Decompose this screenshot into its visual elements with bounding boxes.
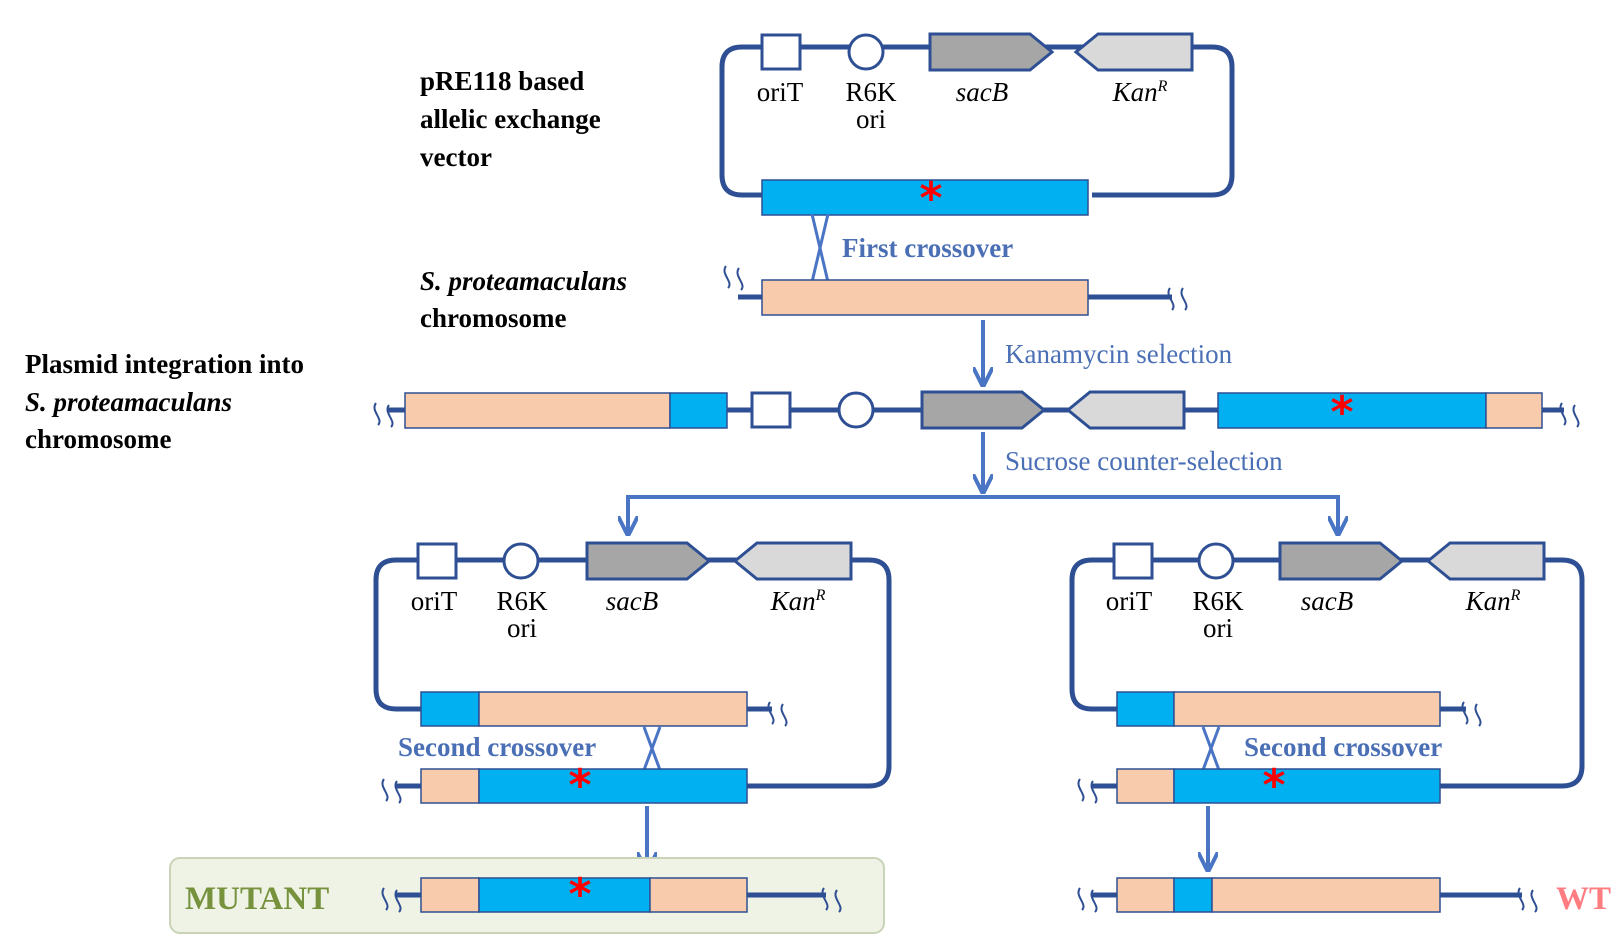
left-oriT-label: oriT bbox=[411, 586, 458, 616]
r6k-ori-label: ori bbox=[856, 104, 886, 134]
mutant-right-chromosome bbox=[649, 877, 748, 913]
left-sacB-label: sacB bbox=[606, 586, 658, 616]
left-loop: oriT R6K ori sacB KanR Second crossover … bbox=[373, 541, 892, 811]
kanamycin-label: Kanamycin selection bbox=[1005, 339, 1233, 369]
mutant-label: MUTANT bbox=[185, 881, 329, 917]
wt-label: WT bbox=[1556, 881, 1611, 917]
top-vector: oriT R6K ori sacB KanR * bbox=[719, 32, 1235, 224]
right-second-crossover-label: Second crossover bbox=[1244, 732, 1442, 762]
left-crossover-x2 bbox=[642, 726, 662, 771]
right-upper-homology bbox=[1116, 691, 1175, 727]
integration-oriT-box bbox=[750, 391, 792, 429]
left-oriT-box bbox=[416, 542, 458, 580]
left-mutation-star: * bbox=[568, 760, 591, 811]
mutant-left-chromosome bbox=[420, 877, 480, 913]
left-r6k-circle bbox=[502, 542, 540, 580]
right-upper-chromosome bbox=[1173, 691, 1441, 727]
right-lower-homology bbox=[1173, 768, 1441, 804]
left-sacB-arrow bbox=[585, 541, 712, 581]
wt-chromosome bbox=[1077, 877, 1538, 913]
integration-homology-right bbox=[1217, 392, 1487, 429]
integration-sacB-arrow bbox=[920, 390, 1047, 430]
r6k-label: R6K bbox=[845, 77, 897, 107]
sucrose-label: Sucrose counter-selection bbox=[1005, 446, 1283, 476]
left-kanR-arrow bbox=[732, 541, 853, 581]
mutation-star: * bbox=[919, 173, 942, 224]
kanR-label: KanR bbox=[1112, 77, 1168, 107]
right-mutation-star: * bbox=[1262, 760, 1285, 811]
integration-chromosome-right bbox=[1485, 392, 1543, 429]
right-kanR-arrow bbox=[1425, 541, 1546, 581]
mutant-homology bbox=[478, 877, 651, 913]
right-sacB-label: sacB bbox=[1301, 586, 1353, 616]
left-kanR-label: KanR bbox=[770, 586, 826, 616]
right-crossover-x2 bbox=[1201, 726, 1221, 771]
kanR-arrow bbox=[1073, 32, 1194, 72]
branch-line bbox=[626, 495, 1340, 528]
r6k-circle bbox=[847, 33, 885, 71]
left-lower-homology bbox=[478, 768, 748, 804]
right-loop: oriT R6K ori sacB KanR Second crossover … bbox=[1069, 541, 1585, 811]
left-r6k-label: R6K bbox=[496, 586, 548, 616]
left-r6k-ori-label: ori bbox=[507, 613, 537, 643]
right-sacB-arrow bbox=[1278, 541, 1405, 581]
oriT-label: oriT bbox=[757, 77, 804, 107]
right-r6k-ori-label: ori bbox=[1203, 613, 1233, 643]
integration-mutation-star: * bbox=[1330, 387, 1353, 438]
left-upper-homology bbox=[420, 691, 480, 727]
sacB-label: sacB bbox=[956, 77, 1008, 107]
integration-chromosome-left bbox=[404, 392, 671, 429]
left-second-crossover-label: Second crossover bbox=[398, 732, 596, 762]
chromosome-title: S. proteamaculans chromosome bbox=[420, 266, 634, 333]
chromosome-wt-region bbox=[761, 279, 1089, 316]
left-upper-chromosome bbox=[478, 691, 748, 727]
integrated-chromosome: * bbox=[373, 387, 1580, 438]
left-lower-chromosome bbox=[420, 768, 480, 804]
right-lower-chromosome bbox=[1116, 768, 1175, 804]
right-r6k-label: R6K bbox=[1192, 586, 1244, 616]
integration-title: Plasmid integration into S. proteamacula… bbox=[25, 349, 311, 454]
integration-homology-left bbox=[669, 392, 728, 429]
wt-left-chromosome bbox=[1116, 877, 1175, 913]
vector-title: pRE118 based allelic exchange vector bbox=[420, 66, 607, 172]
first-crossover-label: First crossover bbox=[842, 233, 1013, 263]
wt-homology bbox=[1173, 877, 1213, 913]
integration-r6k-circle bbox=[837, 391, 875, 429]
right-oriT-label: oriT bbox=[1106, 586, 1153, 616]
chromosome bbox=[723, 265, 1188, 316]
homology-region-mutant bbox=[761, 179, 1089, 216]
mutant-mutation-star: * bbox=[568, 869, 591, 920]
integration-kanR-arrow bbox=[1065, 390, 1186, 430]
right-oriT-box bbox=[1112, 542, 1154, 580]
first-crossover: First crossover bbox=[810, 213, 1013, 283]
wt-right-chromosome bbox=[1211, 877, 1441, 913]
right-kanR-label: KanR bbox=[1465, 586, 1521, 616]
mutant-chromosome: * bbox=[381, 869, 842, 920]
right-r6k-circle bbox=[1197, 542, 1235, 580]
sacB-arrow bbox=[928, 32, 1055, 72]
oriT-box bbox=[760, 33, 802, 71]
